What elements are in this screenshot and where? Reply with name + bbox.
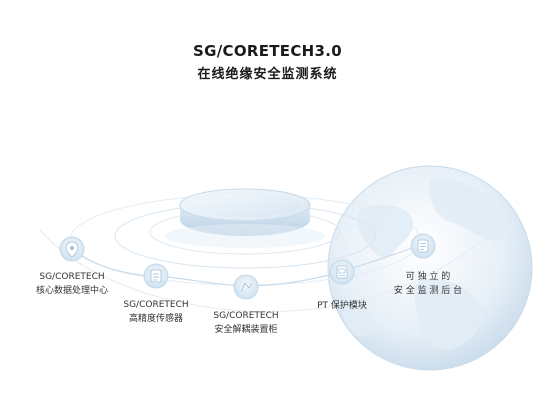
node-label-line2: 安 全 监 测 后 台 — [393, 286, 463, 296]
node-label-line1: 可 独 立 的 — [405, 272, 451, 282]
node-label-line1: SG/CORETECH — [39, 272, 105, 282]
page-title: SG/CORETECH3.0 — [193, 42, 342, 60]
protection-module-icon — [336, 265, 348, 279]
node-label-sensor: SG/CORETECH 高精度传感器 — [123, 298, 188, 326]
node-decoupling-cabinet — [233, 274, 259, 300]
node-data-center — [59, 236, 85, 262]
node-label-line1: SG/CORETECH — [213, 311, 279, 321]
node-label-line2: 核心数据处理中心 — [35, 286, 109, 296]
node-sensor — [143, 263, 169, 289]
node-pt-module — [329, 259, 355, 285]
page-subtitle: 在线绝缘安全监测系统 — [197, 67, 338, 82]
node-label-line1: SG/CORETECH — [123, 300, 189, 310]
outer-arc — [39, 219, 506, 313]
node-label-pt-module: PT 保护模块 — [317, 299, 367, 313]
decoupling-device-icon — [239, 281, 254, 294]
node-label-line2: 安全解耦装置柜 — [214, 325, 278, 335]
central-disc — [165, 188, 325, 248]
node-label-line1: PT 保护模块 — [317, 301, 367, 311]
sensor-panel-icon — [150, 269, 162, 283]
node-label-data-center: SG/CORETECH 核心数据处理中心 — [36, 270, 108, 298]
node-label-decoupling-cabinet: SG/CORETECH 安全解耦装置柜 — [213, 309, 278, 337]
location-pin-icon — [65, 241, 79, 258]
node-label-line2: 高精度传感器 — [128, 314, 184, 324]
node-label-backend: 可 独 立 的 安 全 监 测 后 台 — [394, 270, 462, 298]
backend-document-icon — [417, 239, 429, 253]
node-backend — [410, 233, 436, 259]
globe-graphic — [327, 165, 533, 371]
